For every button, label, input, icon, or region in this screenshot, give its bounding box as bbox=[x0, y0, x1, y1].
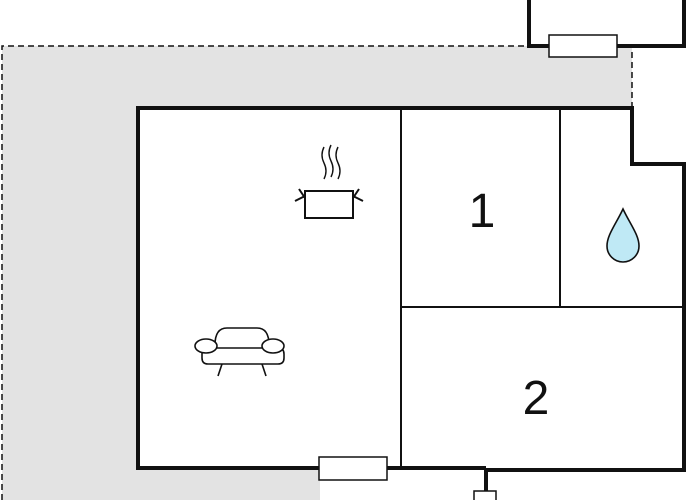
window-bottom bbox=[318, 456, 388, 481]
house-outer-wall bbox=[138, 106, 686, 500]
cooking-pot-icon bbox=[294, 144, 364, 219]
room-label-2: 2 bbox=[523, 372, 550, 425]
terrace-dashed-border bbox=[1, 45, 633, 500]
water-drop-icon bbox=[606, 207, 640, 263]
house-outer-wall-left bbox=[136, 106, 486, 470]
window-top bbox=[548, 34, 618, 58]
door-fixture-bottom bbox=[473, 490, 497, 500]
terrace-area bbox=[2, 46, 632, 500]
room-label-1: 1 bbox=[469, 185, 496, 238]
sofa-icon bbox=[194, 327, 285, 377]
